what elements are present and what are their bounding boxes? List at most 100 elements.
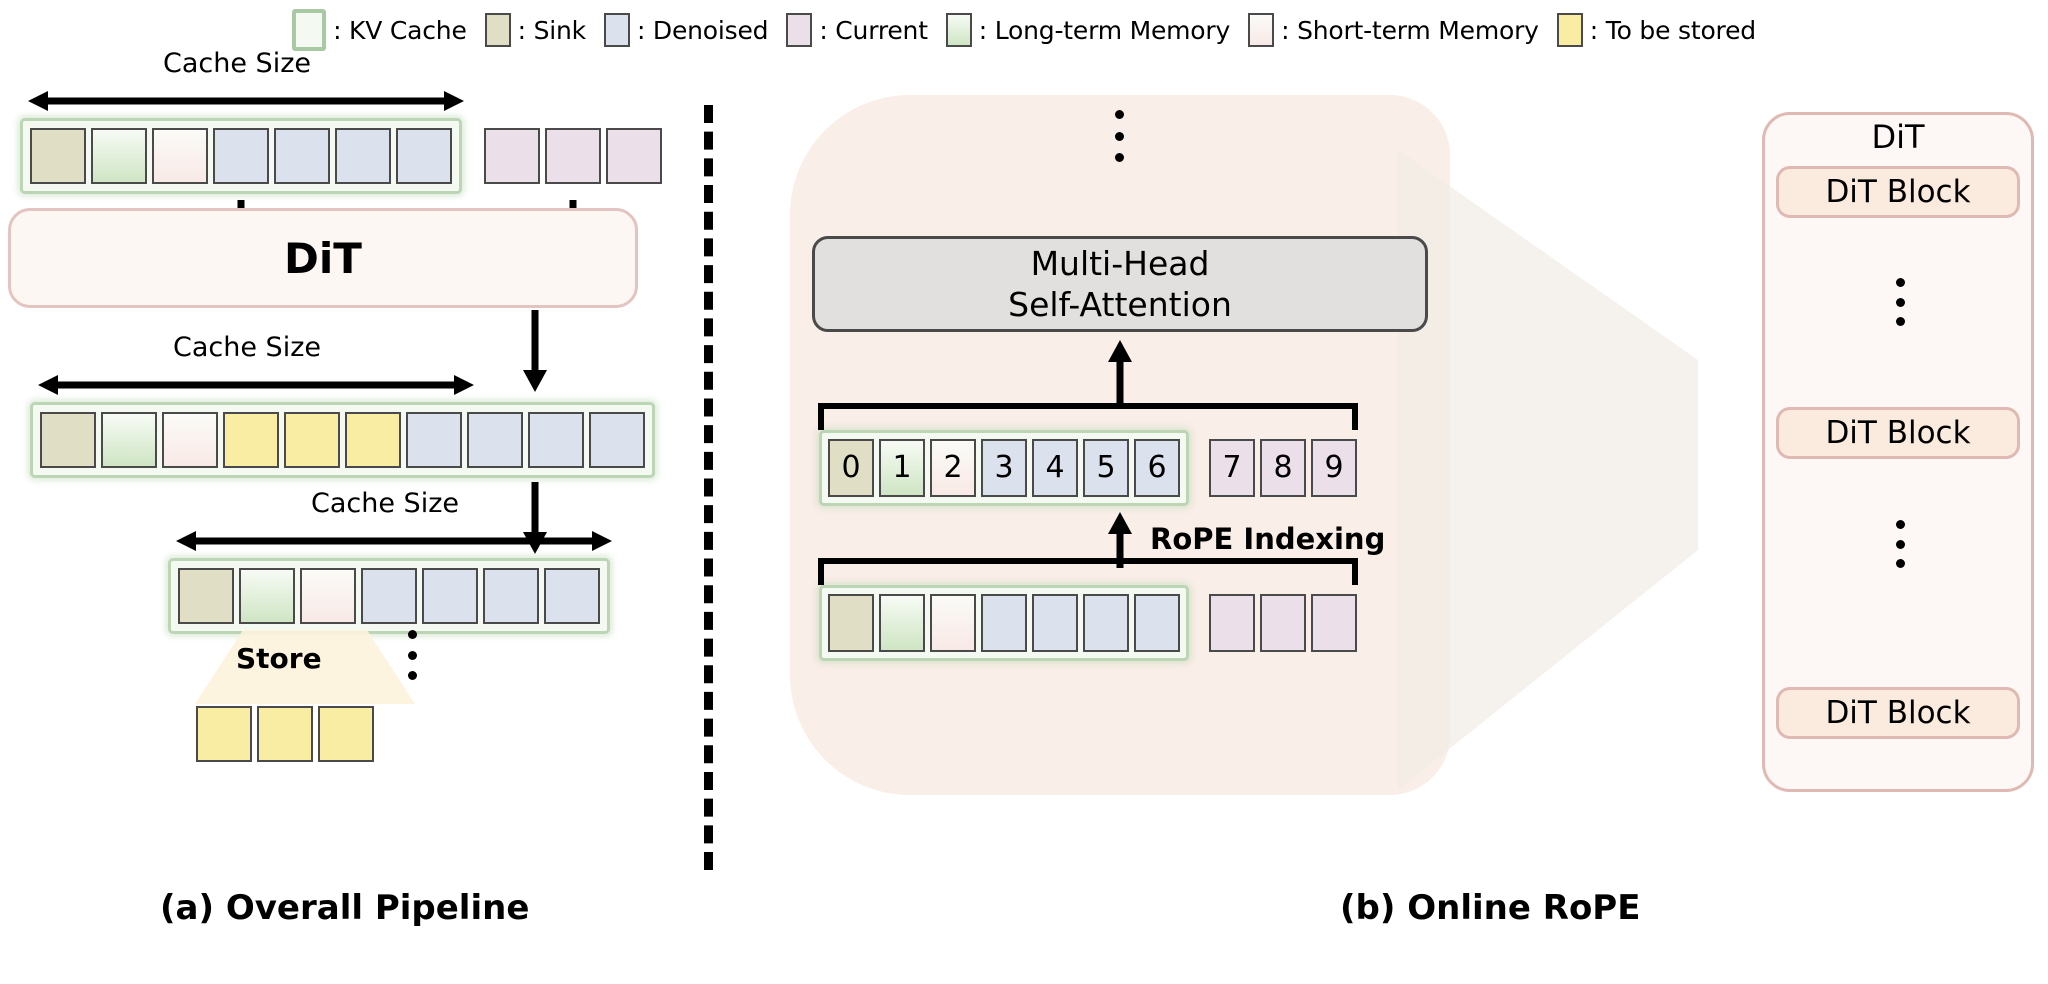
token-index-label: 0 [841, 450, 861, 485]
legend-label: : Long-term Memory [978, 15, 1231, 45]
long-term-memory-token [239, 568, 295, 624]
current-token: 9 [1311, 439, 1357, 497]
denoised-token: 4 [1032, 439, 1078, 497]
store-label: Store [236, 642, 322, 675]
short-term-memory-swatch [1248, 13, 1275, 47]
current-token [484, 128, 540, 184]
msa-line-1: Multi-Head [1030, 243, 1210, 283]
current-swatch [786, 13, 813, 47]
dit-block-label: DiT Block [1825, 695, 1971, 731]
legend-label: : KV Cache [333, 15, 467, 45]
legend-item-0: : KV Cache [292, 9, 467, 51]
denoised-token [589, 412, 645, 468]
denoised-token [422, 568, 478, 624]
store-fan [195, 630, 415, 704]
denoised-token [981, 594, 1027, 652]
dit-block-2: DiT Block [1776, 407, 2020, 459]
current-token [1260, 594, 1306, 652]
to-be-stored-token [223, 412, 279, 468]
short-term-memory-token [162, 412, 218, 468]
token-index-label: 9 [1324, 450, 1344, 485]
cache-size-label-3: Cache Size [311, 488, 459, 519]
current-token [1311, 594, 1357, 652]
rope-indexing-label: RoPE Indexing [1150, 522, 1386, 556]
denoised-token [544, 568, 600, 624]
arrow-rope-indexing [1108, 512, 1132, 568]
denoised-token [483, 568, 539, 624]
cache-size-label-2: Cache Size [173, 332, 321, 363]
current-token [545, 128, 601, 184]
caption-panel-b: (b) Online RoPE [1340, 888, 1641, 928]
dit-stack-ellipsis-1 [1896, 278, 1905, 326]
legend-item-5: : Short-term Memory [1248, 13, 1539, 47]
dit-block-label: DiT Block [1825, 174, 1971, 210]
token-index-label: 7 [1222, 450, 1242, 485]
dit-block-3: DiT Block [1776, 687, 2020, 739]
dit-block-label: DiT Block [1825, 415, 1971, 451]
denoised-token [361, 568, 417, 624]
cache-size-arrow-3 [176, 531, 612, 551]
denoised-token [274, 128, 330, 184]
long-term-memory-token [879, 594, 925, 652]
to-be-stored-token [257, 706, 313, 762]
long-term-memory-token [101, 412, 157, 468]
legend: : KV Cache : Sink : Denoised : Current : Lon… [0, 8, 2048, 52]
msa-line-2: Self-Attention [1008, 285, 1232, 324]
long-term-memory-token [91, 128, 147, 184]
token-index-label: 8 [1273, 450, 1293, 485]
token-index-label: 2 [943, 450, 963, 485]
to-be-stored-token [196, 706, 252, 762]
long-term-memory-swatch [945, 13, 972, 47]
cache-size-arrow-1 [28, 91, 464, 111]
legend-item-4: : Long-term Memory [945, 13, 1231, 47]
legend-label: : Sink [517, 15, 587, 45]
caption-panel-a: (a) Overall Pipeline [160, 888, 530, 928]
to-be-stored-swatch [1556, 13, 1583, 47]
bracket-rope-output [818, 403, 1358, 430]
token-index-label: 4 [1045, 450, 1065, 485]
legend-item-2: : Denoised [603, 13, 769, 47]
vertical-ellipsis-panel-b [1115, 110, 1124, 162]
denoised-token [335, 128, 391, 184]
to-be-stored-token [284, 412, 340, 468]
dit-stack-ellipsis-2 [1896, 520, 1905, 568]
dit-box: DiT [8, 208, 638, 308]
to-be-stored-token [318, 706, 374, 762]
denoised-token [1134, 594, 1180, 652]
legend-label: : Short-term Memory [1281, 15, 1539, 45]
denoised-token [1083, 594, 1129, 652]
sink-token: 0 [828, 439, 874, 497]
cache-size-arrow-2 [38, 375, 474, 395]
denoised-token: 6 [1134, 439, 1180, 497]
multi-head-self-attention-block: Multi-Head Self-Attention [812, 236, 1428, 332]
bracket-rope-input [818, 558, 1358, 585]
arrow-tokens-to-msa [1108, 340, 1132, 404]
short-term-memory-token: 2 [930, 439, 976, 497]
current-token: 8 [1260, 439, 1306, 497]
dit-box-label: DiT [284, 233, 362, 283]
legend-label: : Current [819, 15, 928, 45]
to-be-stored-token [345, 412, 401, 468]
long-term-memory-token: 1 [879, 439, 925, 497]
legend-item-6: : To be stored [1556, 13, 1756, 47]
sink-token [178, 568, 234, 624]
denoised-token [528, 412, 584, 468]
current-token: 7 [1209, 439, 1255, 497]
denoised-token [467, 412, 523, 468]
zoom-funnel-connector [1398, 150, 1698, 790]
current-token [606, 128, 662, 184]
dit-stack-title: DiT [1871, 118, 1925, 156]
sink-swatch [484, 13, 511, 47]
cache-size-label-1: Cache Size [163, 48, 311, 79]
legend-label: : To be stored [1589, 15, 1756, 45]
vertical-ellipsis-panel-a [408, 630, 417, 680]
token-index-label: 6 [1147, 450, 1167, 485]
short-term-memory-token [152, 128, 208, 184]
legend-item-1: : Sink [484, 13, 587, 47]
short-term-memory-token [300, 568, 356, 624]
sink-token [828, 594, 874, 652]
token-index-label: 3 [994, 450, 1014, 485]
denoised-token [1032, 594, 1078, 652]
legend-item-3: : Current [786, 13, 928, 47]
